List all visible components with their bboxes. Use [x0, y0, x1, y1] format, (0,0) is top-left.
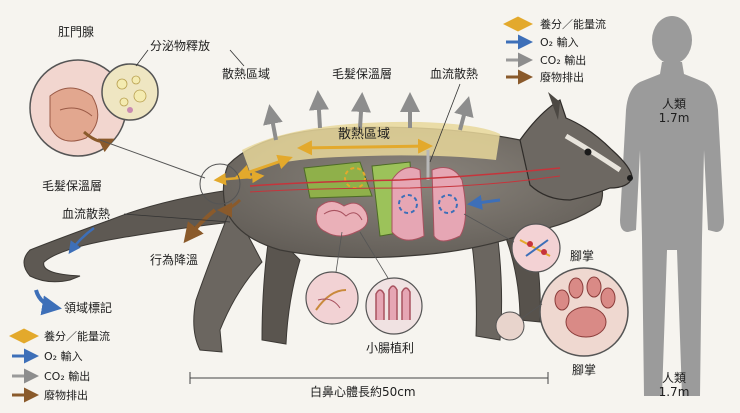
paw-top-label: 腳掌	[570, 249, 595, 263]
alveoli-inset	[511, 223, 561, 273]
legend-bottom: 養分／能量流 O₂ 輸入 CO₂ 輸出 廢物排出	[44, 328, 110, 403]
human-title-lower: 人類	[661, 371, 686, 385]
eye-icon	[584, 148, 592, 156]
villi-inset	[365, 277, 423, 335]
intestine-inset	[305, 271, 359, 325]
paw-bottom-label: 腳掌	[572, 363, 597, 377]
legend-bottom-item-waste: 廢物排出	[44, 388, 88, 402]
legend-top-icons	[503, 16, 533, 85]
human-caption-upper: 人類 1.7m	[654, 97, 694, 126]
human-title: 人類	[661, 97, 686, 111]
behavioral-cooling-label: 行為降溫	[150, 253, 199, 267]
legend-item-o2: O₂ 輸入	[540, 35, 579, 49]
human-silhouette	[620, 16, 724, 396]
civet-head	[519, 99, 633, 201]
anal-gland-label: 肛門腺	[58, 25, 95, 39]
legend-bottom-item-o2: O₂ 輸入	[44, 349, 83, 363]
front-leg	[469, 229, 503, 341]
tail	[23, 189, 233, 283]
heat-arrows	[263, 90, 474, 141]
blood-flow-top-label: 血流散熱	[430, 67, 479, 81]
hind-leg	[193, 203, 263, 353]
lung-left	[391, 167, 425, 241]
legend-item-waste: 廢物排出	[540, 70, 584, 84]
legend-bottom-icons	[8, 328, 39, 403]
human-caption-lower: 人類 1.7m	[654, 371, 694, 400]
secretion-label: 分泌物釋放	[150, 39, 211, 53]
fur-insulation-top-label: 毛髮保溫層	[332, 67, 393, 81]
liver	[303, 161, 373, 199]
legend-item-energy: 養分／能量流	[540, 17, 606, 31]
legend-top: 養分／能量流 O₂ 輸入 CO₂ 輸出 廢物排出	[540, 16, 606, 85]
paw-inset	[539, 267, 629, 357]
blood-flow-left-label: 血流散熱	[62, 207, 111, 221]
human-height-lower: 1.7m	[658, 384, 690, 399]
heat-zone-back-label: 散熱區域	[338, 127, 391, 142]
small-intestine	[315, 201, 369, 237]
gland-location-marker	[199, 163, 241, 205]
villi-label: 小腸植利	[366, 341, 415, 355]
secretion-inset	[101, 63, 159, 121]
legend-bottom-item-co2: CO₂ 輸出	[44, 369, 91, 383]
anal-gland-inset	[29, 59, 127, 157]
human-height: 1.7m	[658, 110, 690, 125]
heat-zone-top-label: 散熱區域	[222, 67, 271, 81]
fur-insulation-left-label: 毛髮保溫層	[42, 179, 103, 193]
scale-bar	[189, 372, 549, 384]
legend-bottom-item-energy: 養分／能量流	[44, 329, 110, 343]
territory-marking-label: 領域標記	[64, 301, 113, 315]
body-length-label: 白鼻心體長約50cm	[310, 385, 416, 399]
legend-item-co2: CO₂ 輸出	[540, 53, 587, 67]
